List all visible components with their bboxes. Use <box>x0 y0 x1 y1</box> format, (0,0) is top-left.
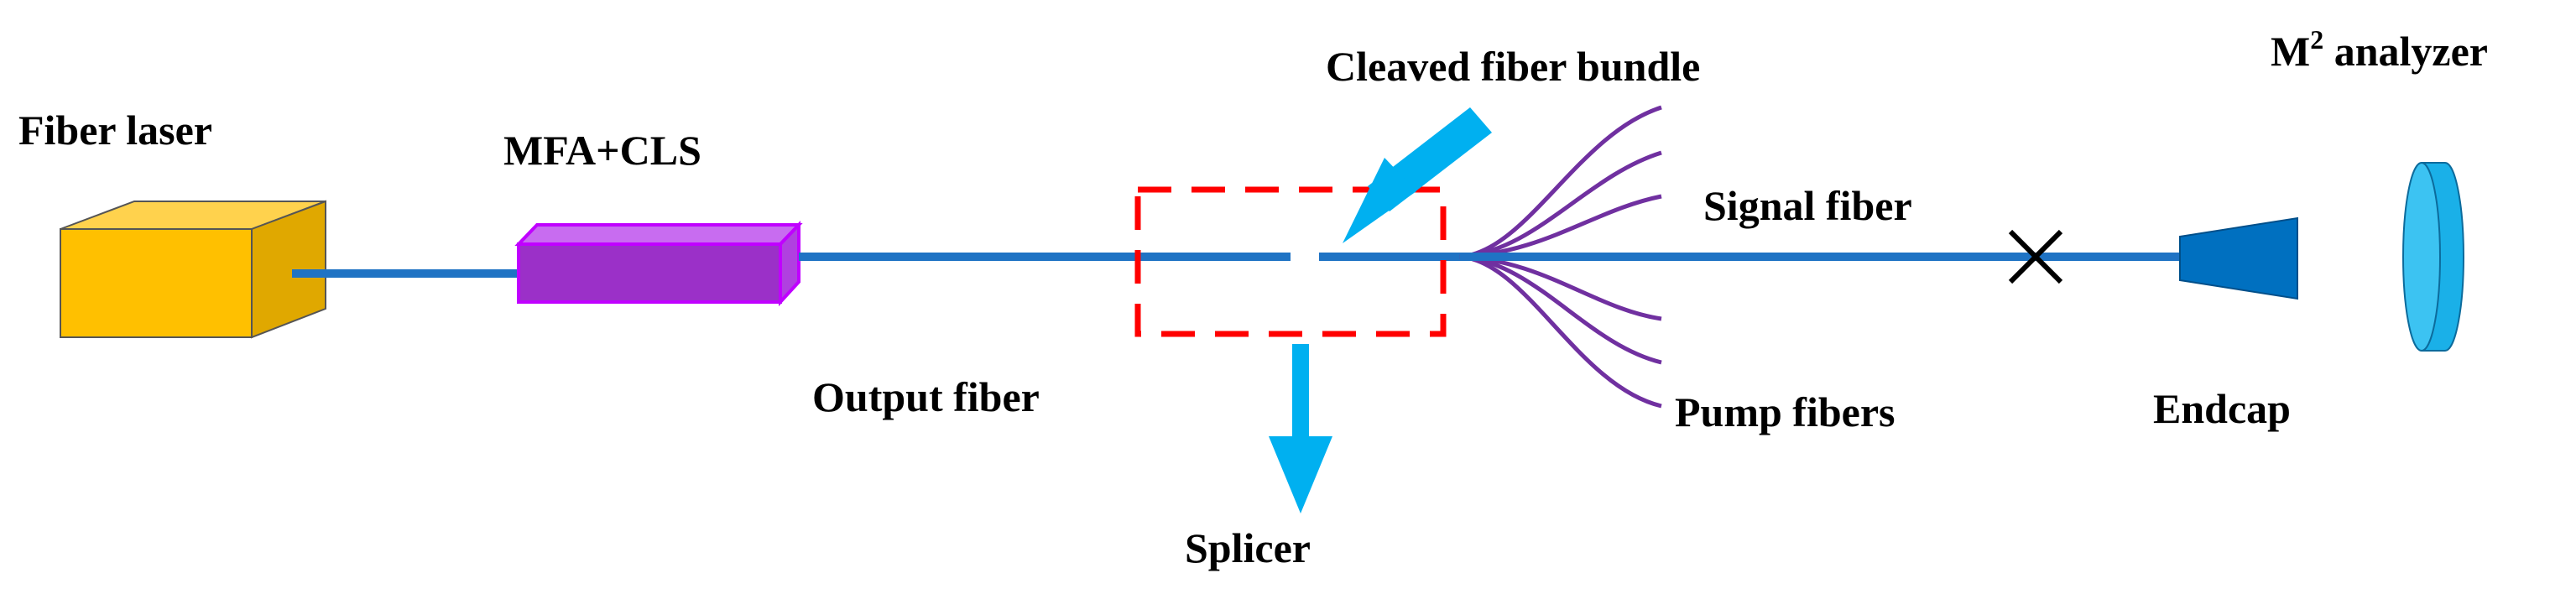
endcap-shape <box>2179 216 2298 300</box>
m2-analyzer-label-superscript: 2 <box>2310 24 2323 55</box>
splicer-label: Splicer <box>1185 524 1311 571</box>
pump-fiber-5 <box>1459 254 1662 365</box>
fiber-laser-box <box>60 200 326 339</box>
m2-analyzer-front <box>2402 162 2441 352</box>
m2-analyzer-label-rest: analyzer <box>2323 28 2488 75</box>
endcap-label: Endcap <box>2153 385 2291 432</box>
signal-fiber-label: Signal fiber <box>1703 182 1912 229</box>
pump-fiber-6 <box>1459 254 1662 409</box>
fiber-laser-box-front <box>60 228 253 338</box>
mfa-cls-label: MFA+CLS <box>503 127 701 174</box>
pump-fibers-label: Pump fibers <box>1675 388 1895 435</box>
output-fiber-label: Output fiber <box>812 373 1040 420</box>
pump-fiber-2 <box>1459 150 1662 259</box>
splice-region-dashed-box <box>1134 186 1447 337</box>
m2-analyzer-lens <box>2402 162 2464 352</box>
pump-fiber-1 <box>1459 105 1662 259</box>
mfa-cls-component <box>514 221 803 307</box>
mfa-cls-top <box>514 223 803 246</box>
cleaved-fiber-bundle-label: Cleaved fiber bundle <box>1326 43 1700 90</box>
splicer-arrow <box>1269 344 1332 513</box>
cleave-cross-mark <box>2008 229 2063 284</box>
m2-analyzer-label: M2 analyzer <box>2271 24 2488 75</box>
mfa-cls-front <box>517 242 782 304</box>
m2-analyzer-label-base: M <box>2271 28 2310 75</box>
cleaved-bundle-arrow <box>1343 107 1492 243</box>
fiber-laser-label: Fiber laser <box>18 107 212 154</box>
